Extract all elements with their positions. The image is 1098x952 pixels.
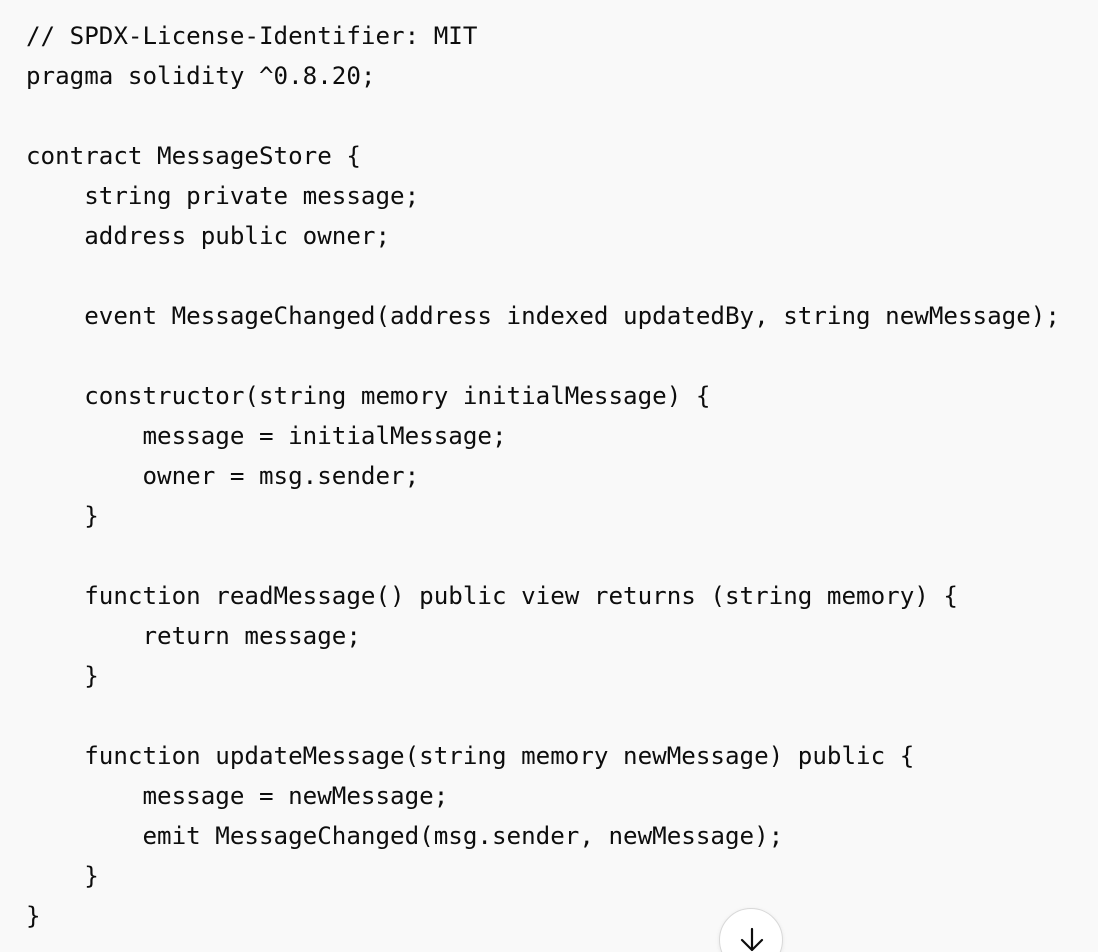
code-line: } <box>26 902 41 930</box>
code-line: event MessageChanged(address indexed upd… <box>26 302 1060 330</box>
code-line <box>26 696 1060 736</box>
code-line <box>26 96 1060 136</box>
code-line <box>26 336 1060 376</box>
code-line: } <box>26 502 99 530</box>
code-line: contract MessageStore { <box>26 142 361 170</box>
code-line: // SPDX-License-Identifier: MIT <box>26 22 478 50</box>
code-line: message = initialMessage; <box>26 422 507 450</box>
code-line <box>26 536 1060 576</box>
code-line: return message; <box>26 622 361 650</box>
code-line: owner = msg.sender; <box>26 462 420 490</box>
code-line: string private message; <box>26 182 420 210</box>
code-line: pragma solidity ^0.8.20; <box>26 62 376 90</box>
code-line: constructor(string memory initialMessage… <box>26 382 711 410</box>
code-block: // SPDX-License-Identifier: MIT pragma so… <box>26 16 1060 936</box>
code-line: address public owner; <box>26 222 391 250</box>
code-line: emit MessageChanged(msg.sender, newMessa… <box>26 822 784 850</box>
code-line: } <box>26 862 99 890</box>
scroll-down-button[interactable] <box>719 908 783 952</box>
code-line <box>26 256 1060 296</box>
code-line: } <box>26 662 99 690</box>
code-line: message = newMessage; <box>26 782 449 810</box>
arrow-down-icon <box>740 927 764 952</box>
code-line: function updateMessage(string memory new… <box>26 742 915 770</box>
code-line: function readMessage() public view retur… <box>26 582 958 610</box>
